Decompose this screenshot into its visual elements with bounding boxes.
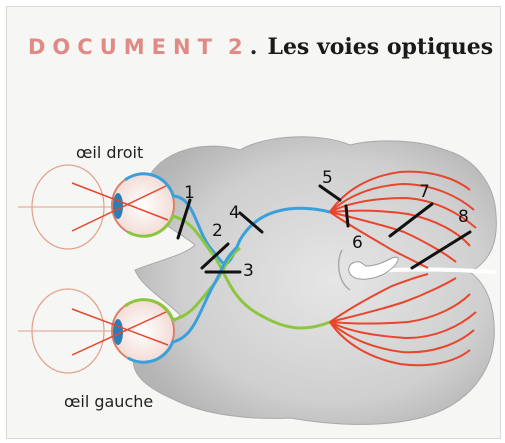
marker-4: 4 — [229, 203, 240, 223]
marker-3: 3 — [243, 261, 254, 281]
marker-7: 7 — [419, 182, 430, 202]
marker-6: 6 — [352, 233, 363, 253]
marker-1: 1 — [184, 183, 195, 203]
marker-2: 2 — [212, 221, 223, 241]
marker-8: 8 — [458, 207, 469, 227]
cut-mark-6 — [346, 206, 348, 226]
marker-5: 5 — [322, 168, 333, 188]
left-eye — [18, 289, 174, 373]
left-eye-label: œil gauche — [64, 392, 153, 411]
right-eye — [18, 165, 174, 249]
right-eye-label: œil droit — [76, 143, 143, 162]
brain-shape — [133, 137, 496, 425]
